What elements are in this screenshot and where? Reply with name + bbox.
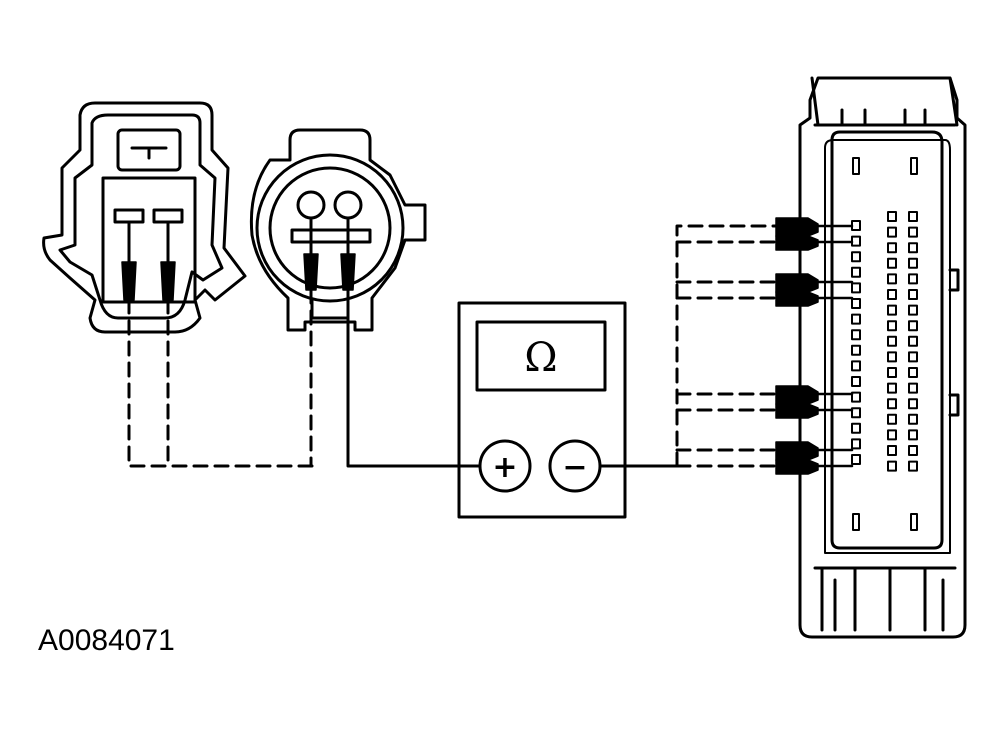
pin-hole xyxy=(887,304,897,316)
pin-hole xyxy=(910,513,918,531)
pin-hole xyxy=(852,513,860,531)
pin-hole xyxy=(908,320,918,332)
pin-hole xyxy=(851,454,861,465)
pin-hole xyxy=(851,360,861,372)
pin-hole xyxy=(851,220,861,231)
negative-terminal-symbol: − xyxy=(562,450,587,485)
pin-hole xyxy=(887,242,897,254)
round-connector xyxy=(249,128,427,332)
pin-hole xyxy=(887,289,897,300)
pin-hole xyxy=(887,320,897,332)
pin-hole xyxy=(887,211,897,222)
pin-hole xyxy=(851,298,861,309)
module-probe-plugs xyxy=(775,217,819,475)
pin-hole xyxy=(908,273,918,285)
pin-hole xyxy=(887,273,897,285)
pin-hole xyxy=(908,445,918,456)
pin-hole xyxy=(851,407,861,419)
module-connector xyxy=(798,76,967,639)
pin-hole xyxy=(887,460,897,472)
pin-hole xyxy=(852,157,860,175)
pin-hole xyxy=(887,226,897,238)
pin-hole xyxy=(851,235,861,247)
pin-hole xyxy=(887,367,897,378)
pin-hole xyxy=(908,460,918,472)
pin-hole xyxy=(908,242,918,254)
pin-hole xyxy=(887,445,897,456)
pin-hole xyxy=(851,391,861,403)
pin-hole xyxy=(908,335,918,347)
pin-hole xyxy=(887,257,897,269)
meter-display-symbol: Ω xyxy=(524,335,557,381)
pin-hole xyxy=(908,367,918,378)
pin-hole xyxy=(908,429,918,441)
module-probe-wires xyxy=(816,224,854,468)
pin-hole xyxy=(887,398,897,410)
pin-hole xyxy=(851,422,861,434)
pin-hole xyxy=(851,438,861,450)
positive-lead-wire xyxy=(346,288,482,468)
jumper-wires-right xyxy=(675,224,780,468)
jumper-wires-left xyxy=(127,288,315,468)
pin-hole xyxy=(908,304,918,316)
pin-hole xyxy=(851,266,861,278)
probe-tips xyxy=(121,253,356,301)
pin-hole xyxy=(851,282,861,294)
pin-hole xyxy=(908,351,918,363)
pin-hole xyxy=(908,413,918,425)
pin-hole xyxy=(851,313,861,325)
positive-terminal-symbol: + xyxy=(492,450,517,485)
pin-hole xyxy=(887,413,897,425)
left-connector-probes xyxy=(127,220,170,267)
pin-hole xyxy=(908,382,918,394)
pin-hole xyxy=(851,329,861,341)
pin-hole xyxy=(910,157,918,175)
pin-hole xyxy=(851,376,861,387)
pin-hole xyxy=(887,351,897,363)
pin-hole xyxy=(887,382,897,394)
pin-hole xyxy=(887,429,897,441)
left-connector xyxy=(42,101,247,334)
pin-hole xyxy=(851,251,861,263)
pin-hole xyxy=(908,257,918,269)
pin-hole xyxy=(887,335,897,347)
figure-id: A0084071 xyxy=(38,624,175,657)
pin-hole xyxy=(908,211,918,222)
pin-hole xyxy=(908,289,918,300)
pin-hole xyxy=(908,398,918,410)
pin-hole xyxy=(908,226,918,238)
module-pin-holes xyxy=(851,157,918,531)
pin-hole xyxy=(851,344,861,356)
